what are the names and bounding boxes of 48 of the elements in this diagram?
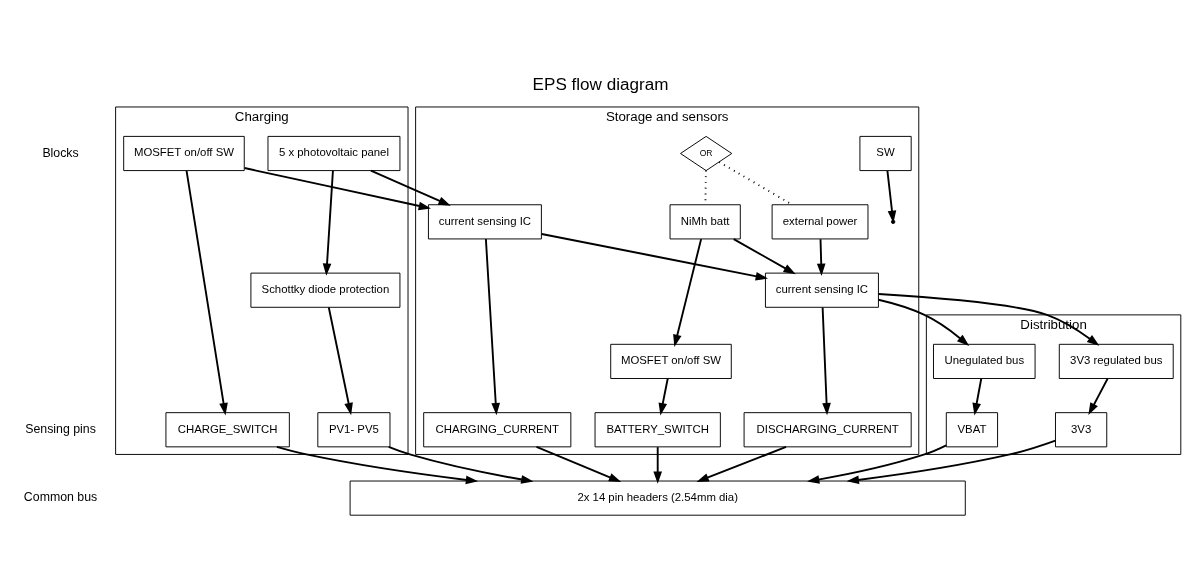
arrow bbox=[535, 445, 622, 482]
node-box: VBAT bbox=[945, 411, 999, 447]
node-box: PV1- PV5 bbox=[317, 411, 391, 447]
arrow bbox=[821, 306, 831, 415]
arrow bbox=[1088, 377, 1109, 415]
node-box: MOSFET on/off SW bbox=[610, 343, 732, 379]
arrow bbox=[696, 445, 787, 482]
node-box: Schottky diode protection bbox=[250, 272, 401, 308]
arrow bbox=[816, 237, 826, 276]
node-box: current sensing IC bbox=[764, 272, 879, 308]
arrow bbox=[243, 166, 431, 210]
arrow bbox=[322, 169, 334, 276]
node-box: CHARGING_CURRENT bbox=[423, 411, 572, 447]
arrow bbox=[540, 232, 769, 280]
node-box: 3V3 regulated bus bbox=[1058, 343, 1174, 379]
node-box: Unegulated bus bbox=[933, 343, 1036, 379]
node-box: SW bbox=[859, 135, 912, 171]
arrow bbox=[275, 445, 479, 484]
node-diamond: OR bbox=[680, 135, 733, 171]
arrow bbox=[877, 298, 970, 346]
arrow bbox=[673, 237, 703, 347]
arrow bbox=[658, 377, 669, 415]
arrow bbox=[732, 237, 796, 274]
node-box: external power bbox=[771, 203, 869, 239]
arrow bbox=[653, 445, 663, 484]
node-box: 3V3 bbox=[1055, 411, 1108, 447]
node-box: MOSFET on/off SW bbox=[123, 135, 245, 171]
arrow bbox=[877, 292, 1100, 346]
node-box: CHARGE_SWITCH bbox=[165, 411, 290, 447]
diagram-title: EPS flow diagram bbox=[532, 74, 669, 94]
label: Sensing pins bbox=[25, 421, 96, 436]
arrow bbox=[886, 169, 897, 223]
arrow bbox=[369, 169, 451, 206]
arrow bbox=[185, 169, 228, 415]
arrow bbox=[484, 237, 501, 415]
node-box: current sensing IC bbox=[427, 203, 542, 239]
arrow bbox=[327, 306, 353, 415]
node-box: NiMh batt bbox=[669, 203, 741, 239]
label: Blocks bbox=[42, 145, 79, 160]
label: Common bus bbox=[23, 489, 98, 504]
arrow bbox=[807, 443, 948, 484]
node-box: BATTERY_SWITCH bbox=[594, 411, 721, 447]
arrow bbox=[972, 377, 983, 415]
node-box: DISCHARGING_CURRENT bbox=[743, 411, 912, 447]
arrow bbox=[846, 439, 1057, 484]
node-box: 5 x photovoltaic panel bbox=[267, 135, 401, 171]
arrow bbox=[387, 445, 534, 484]
node-box: 2x 14 pin headers (2.54mm dia) bbox=[349, 480, 966, 516]
